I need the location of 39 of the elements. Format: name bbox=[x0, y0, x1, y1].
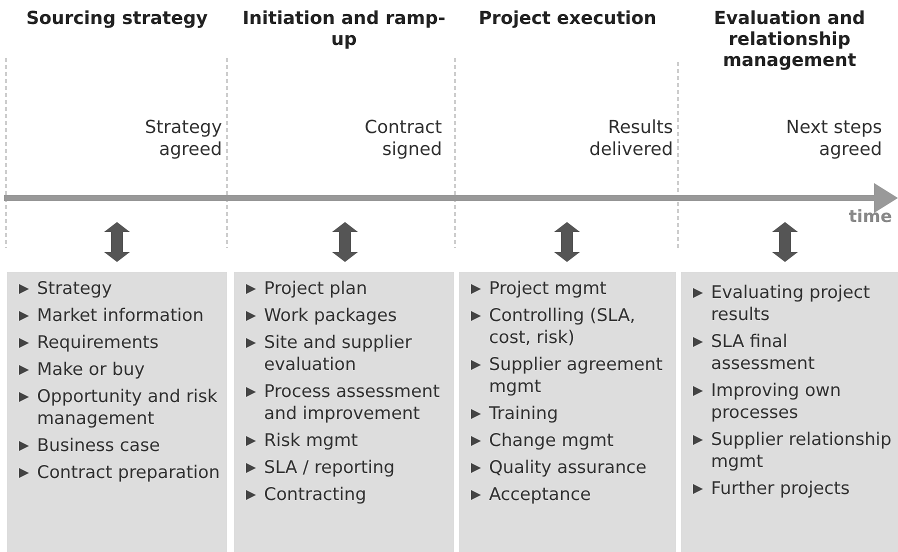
milestone-label: Next steps agreed bbox=[785, 117, 882, 161]
activity-item: Market information bbox=[37, 306, 204, 326]
axis-label: time bbox=[848, 207, 892, 227]
activity-item: Training bbox=[489, 404, 558, 424]
activity-item: Opportunity and risk management bbox=[37, 387, 218, 429]
activity-item: Business case bbox=[37, 436, 160, 456]
milestone-label: Results delivered bbox=[588, 117, 673, 161]
phase-heading: Project execution bbox=[478, 8, 658, 29]
activity-item: Contracting bbox=[264, 485, 366, 505]
activity-item: Strategy bbox=[37, 279, 112, 299]
phase-heading: Sourcing strategy bbox=[25, 8, 209, 29]
phase-activity-panel bbox=[234, 272, 454, 552]
activity-item: Change mgmt bbox=[489, 431, 614, 451]
activity-item: Site and supplier evaluation bbox=[264, 333, 412, 375]
activity-item: Supplier relationship mgmt bbox=[711, 430, 892, 472]
activity-item: Supplier agreement mgmt bbox=[489, 355, 663, 397]
activity-item: Requirements bbox=[37, 333, 159, 353]
activity-item: Evaluating project results bbox=[711, 283, 870, 325]
phase-activity-panel bbox=[681, 272, 898, 552]
phase-heading: Evaluation and relationship management bbox=[712, 8, 866, 71]
activity-item: Improving own processes bbox=[711, 381, 841, 423]
activity-item: Project mgmt bbox=[489, 279, 607, 299]
activity-item: Risk mgmt bbox=[264, 431, 358, 451]
activity-item: Acceptance bbox=[489, 485, 591, 505]
activity-item: Project plan bbox=[264, 279, 368, 299]
activity-item: Make or buy bbox=[37, 360, 145, 380]
phase-activity-panel bbox=[459, 272, 676, 552]
activity-item: Controlling (SLA, cost, risk) bbox=[489, 306, 636, 348]
activity-item: Quality assurance bbox=[489, 458, 647, 478]
activity-item: Work packages bbox=[264, 306, 397, 326]
activity-item: Process assessment and improvement bbox=[264, 382, 440, 424]
phase-activity-panel bbox=[7, 272, 227, 552]
activity-item: SLA final assessment bbox=[711, 332, 815, 374]
activity-item: Contract preparation bbox=[37, 463, 220, 483]
milestone-label: Contract signed bbox=[364, 117, 442, 161]
phase-heading: Initiation and ramp-up bbox=[241, 8, 447, 50]
activity-item: SLA / reporting bbox=[264, 458, 395, 478]
milestone-label: Strategy agreed bbox=[144, 117, 222, 161]
activity-item: Further projects bbox=[711, 479, 850, 499]
